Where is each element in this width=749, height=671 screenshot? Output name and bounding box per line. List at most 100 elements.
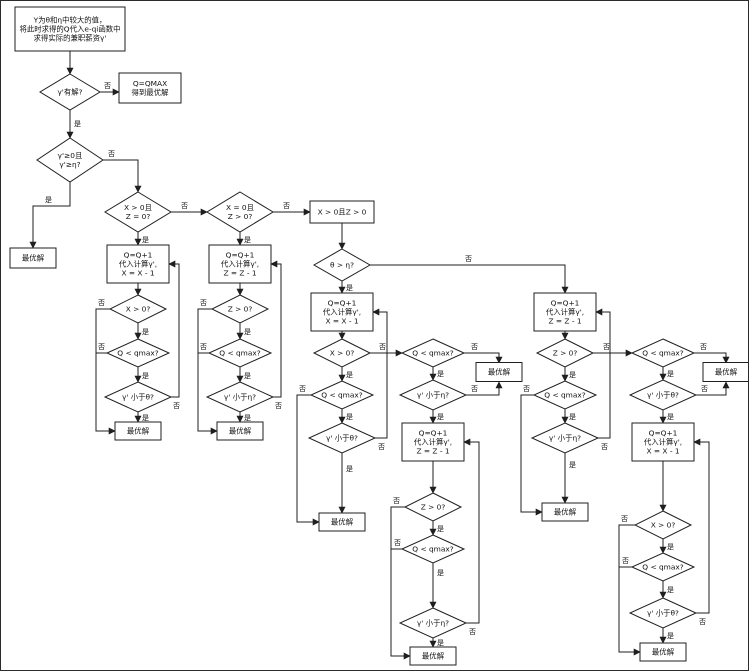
flow-node-d-a-g: γ' 小于θ? bbox=[103, 381, 173, 413]
flow-edge-8: 否 bbox=[273, 202, 311, 216]
flow-node-d-x-zero-z-pos: X = 0且Z > 0? bbox=[206, 191, 274, 233]
flow-node-d-f-q2: Q < qmax? bbox=[630, 552, 696, 582]
edge-label-yes: 是 bbox=[142, 372, 149, 380]
flow-node-d-c-x: X > 0? bbox=[312, 338, 372, 368]
node-shape-diamond bbox=[105, 338, 171, 368]
node-label: 代入计算γ', bbox=[546, 308, 584, 317]
node-label: 得到最优解 bbox=[132, 88, 170, 97]
node-label: Z = Z - 1 bbox=[416, 447, 449, 456]
node-label: Q < qmax? bbox=[642, 349, 684, 358]
flow-node-d-f-g1: γ' 小于θ? bbox=[628, 379, 698, 411]
node-shape-diamond bbox=[205, 381, 275, 413]
edge-label-yes: 是 bbox=[244, 328, 251, 336]
flow-edge-25: 否 bbox=[270, 260, 282, 410]
edge-label-yes: 是 bbox=[346, 284, 353, 292]
node-shape-box bbox=[310, 292, 374, 332]
node-label: 最优解 bbox=[331, 518, 354, 527]
node-shape-diamond bbox=[210, 294, 270, 324]
flow-node-opt-c: 最优解 bbox=[318, 512, 366, 532]
flow-node-d-d-g2: γ' 小于η? bbox=[398, 607, 468, 639]
flow-edge-10: 是 bbox=[338, 281, 353, 294]
flow-node-d-f-g2: γ' 小于θ? bbox=[628, 597, 698, 629]
flow-edge-48: 否 bbox=[520, 385, 543, 516]
node-shape-box bbox=[631, 422, 695, 462]
node-label: 代入计算γ', bbox=[414, 438, 452, 447]
flow-node-d-c-q: Q < qmax? bbox=[309, 380, 375, 410]
node-label: γ' 小于η? bbox=[417, 619, 449, 628]
node-shape-diamond bbox=[400, 534, 466, 564]
flow-node-d-f-x: X > 0? bbox=[633, 510, 693, 540]
flow-node-d-a-x: X > 0? bbox=[108, 294, 168, 324]
flow-edge-43: 否 bbox=[463, 438, 480, 636]
node-shape-diamond bbox=[633, 510, 693, 540]
flow-edge-7: 是 bbox=[236, 232, 251, 246]
flow-node-d-a-q: Q < qmax? bbox=[105, 338, 171, 368]
node-label: 最优解 bbox=[127, 427, 150, 436]
flow-edge-52: 否 bbox=[694, 343, 730, 364]
node-shape-box bbox=[401, 422, 465, 462]
flow-edge-23: 否 bbox=[198, 343, 209, 354]
flow-edge-22: 是 bbox=[236, 367, 251, 383]
flow-edge-58: 是 bbox=[659, 581, 674, 599]
flow-edge-31: 是 bbox=[338, 453, 353, 514]
node-label: X = 0且 bbox=[226, 203, 254, 212]
flow-edge-32: 否 bbox=[372, 308, 388, 451]
edge-label-no: 否 bbox=[98, 343, 105, 351]
flow-node-d-d-z: Z > 0? bbox=[403, 492, 463, 522]
flow-node-d-e-z: Z > 0? bbox=[535, 338, 595, 368]
flow-edge-2: 是 bbox=[66, 110, 81, 139]
edge-label-no: 否 bbox=[181, 202, 188, 210]
edge-label-no: 否 bbox=[471, 343, 478, 351]
edge-label-yes: 是 bbox=[142, 414, 149, 422]
node-label: γ'有解? bbox=[57, 88, 82, 97]
edge-label-no: 否 bbox=[98, 299, 105, 307]
node-label: X > 0? bbox=[126, 305, 151, 314]
edge-label-no: 否 bbox=[378, 443, 385, 451]
flow-edge-27: 是 bbox=[338, 367, 353, 382]
node-label: γ' 小于η? bbox=[224, 393, 256, 402]
flow-node-opt-f-top: 最优解 bbox=[702, 362, 748, 382]
flow-edge-51: 是 bbox=[659, 367, 674, 381]
flow-node-d-solvable: γ'有解? bbox=[39, 73, 101, 111]
flow-node-opt-b: 最优解 bbox=[216, 421, 264, 441]
node-label: Z = Z - 1 bbox=[548, 317, 581, 326]
node-shape-diamond bbox=[535, 338, 595, 368]
flow-node-opt-e: 最优解 bbox=[541, 502, 589, 522]
flow-node-opt-left: 最优解 bbox=[9, 247, 57, 269]
node-shape-diamond bbox=[108, 294, 168, 324]
node-label: 代入计算γ', bbox=[323, 308, 361, 317]
flow-edge-42: 是 bbox=[429, 638, 444, 648]
node-label: Z > 0? bbox=[228, 305, 253, 314]
node-shape-diamond bbox=[530, 422, 600, 454]
edge-label-yes: 是 bbox=[437, 525, 444, 533]
flow-edge-53: 是 bbox=[659, 410, 674, 424]
node-shape-diamond bbox=[628, 597, 698, 629]
node-label: Q=Q+1 bbox=[419, 429, 448, 438]
edge-label-yes: 是 bbox=[346, 371, 353, 379]
flow-edge-46: 否 bbox=[593, 343, 633, 357]
node-shape-diamond bbox=[400, 338, 466, 368]
edge-label-no: 否 bbox=[523, 385, 530, 393]
flow-edge-45: 是 bbox=[561, 367, 576, 382]
edge-label-yes: 是 bbox=[667, 586, 674, 594]
node-label: γ' 小于θ? bbox=[647, 391, 679, 400]
node-label: X > 0且Z > 0 bbox=[318, 208, 367, 217]
node-label: Q < qmax? bbox=[321, 391, 363, 400]
edge-label-yes: 是 bbox=[74, 120, 81, 128]
flow-node-d-gamma-range: γ'≥0且γ'≥η? bbox=[36, 137, 104, 183]
flow-edge-28: 否 bbox=[370, 343, 403, 357]
node-label: 最优解 bbox=[715, 368, 738, 377]
flow-node-d-e-g: γ' 小于η? bbox=[530, 422, 600, 454]
edge-label-yes: 是 bbox=[667, 413, 674, 421]
flow-edge-57: 否 bbox=[618, 515, 641, 656]
node-shape-diamond bbox=[206, 191, 274, 233]
node-shape-diamond bbox=[104, 191, 172, 233]
edge-label-no: 否 bbox=[699, 618, 706, 626]
